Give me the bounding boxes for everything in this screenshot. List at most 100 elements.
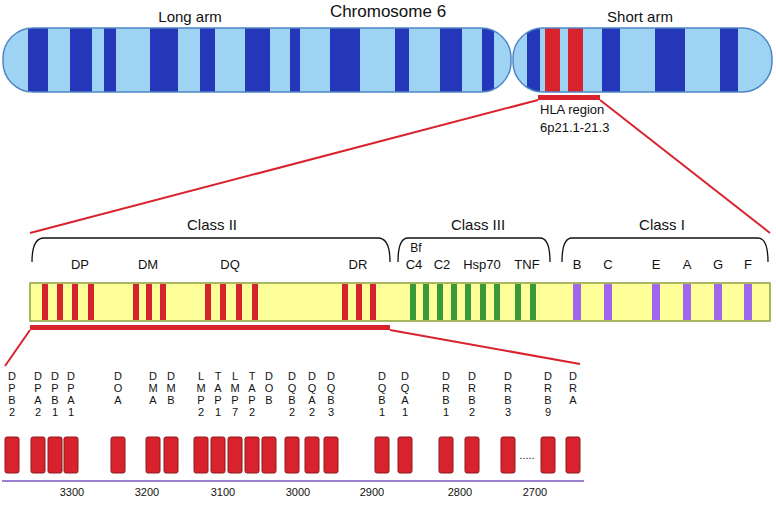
gene-label: DMA <box>148 370 159 406</box>
class-three-band <box>465 284 471 320</box>
axis-number: 3200 <box>135 486 159 499</box>
axis-number: 3300 <box>60 486 84 499</box>
gene-box <box>439 437 453 473</box>
class-two-band <box>88 284 94 320</box>
gene-group-label: C2 <box>434 258 451 273</box>
class-label: Class I <box>639 216 685 233</box>
class-two-band <box>133 284 139 320</box>
class-one-band <box>744 284 752 320</box>
class-three-band <box>451 284 457 320</box>
gene-label: DQB3 <box>326 370 337 418</box>
gene-label: DMB <box>166 370 177 406</box>
gene-box <box>228 437 242 473</box>
arm-label: Short arm <box>607 8 673 25</box>
gene-label: DQB1 <box>377 370 388 418</box>
gene-label: LMP2 <box>196 370 207 418</box>
class-three-band <box>480 284 486 320</box>
gene-label: DQA2 <box>307 370 318 418</box>
gene-label: DOB <box>264 370 275 406</box>
axis-number: 2700 <box>523 486 547 499</box>
gene-box <box>305 437 319 473</box>
gene-group-label: Bf <box>410 242 421 256</box>
class-two-band <box>236 284 242 320</box>
class-two-band <box>57 284 63 320</box>
gene-label: DQB2 <box>287 370 298 418</box>
class-three-band <box>530 284 536 320</box>
gene-label: LMP7 <box>230 370 241 418</box>
gene-box <box>64 437 78 473</box>
gene-label: DOA <box>113 370 124 406</box>
class-three-band <box>410 284 416 320</box>
short-arm <box>513 28 772 92</box>
gene-box <box>31 437 45 473</box>
gene-group-label: TNF <box>514 258 539 273</box>
region-label: 6p21.1-21.3 <box>540 121 609 136</box>
class-two-band <box>356 284 362 320</box>
class-three-band <box>437 284 443 320</box>
arm-label: Long arm <box>158 8 221 25</box>
class-one-band <box>573 284 581 320</box>
class-two-band <box>160 284 166 320</box>
gene-box <box>164 437 178 473</box>
gene-box <box>194 437 208 473</box>
class-two-band <box>42 284 48 320</box>
class-three-band <box>515 284 521 320</box>
gene-group-label: DR <box>349 258 368 273</box>
gene-box <box>398 437 412 473</box>
class-three-band <box>494 284 500 320</box>
axis-number: 2900 <box>360 486 384 499</box>
gene-box <box>48 437 62 473</box>
gene-group-label: DQ <box>220 258 240 273</box>
axis-number: 3000 <box>286 486 310 499</box>
gene-box <box>285 437 299 473</box>
gene-label: ..... <box>519 449 534 462</box>
gene-box <box>111 437 125 473</box>
gene-label: DRB1 <box>441 370 452 418</box>
class-one-band <box>714 284 722 320</box>
gene-box <box>5 437 19 473</box>
class-two-band <box>220 284 226 320</box>
gene-label: DPB2 <box>7 370 18 418</box>
gene-label: TAP1 <box>213 370 224 418</box>
gene-box <box>566 437 580 473</box>
class-two-band <box>252 284 258 320</box>
long-arm <box>3 28 511 92</box>
class-two-band <box>370 284 376 320</box>
gene-label: DPA2 <box>33 370 44 418</box>
class-label: Class III <box>451 216 505 233</box>
gene-group-label: G <box>713 258 723 273</box>
gene-group-label: DP <box>71 258 89 273</box>
gene-group-label: C <box>603 258 612 273</box>
gene-box <box>375 437 389 473</box>
class-two-band <box>72 284 78 320</box>
gene-group-label: DM <box>138 258 158 273</box>
gene-label: DRA <box>568 370 579 406</box>
axis-number: 2800 <box>448 486 472 499</box>
class-three-band <box>423 284 429 320</box>
diagram-title: Chromosome 6 <box>330 2 446 22</box>
gene-box <box>465 437 479 473</box>
gene-box <box>501 437 515 473</box>
class-two-band <box>146 284 152 320</box>
gene-label: DQA1 <box>400 370 411 418</box>
axis-number: 3100 <box>211 486 235 499</box>
gene-box <box>211 437 225 473</box>
gene-group-label: C4 <box>406 258 423 273</box>
gene-group-label: Hsp70 <box>463 258 501 273</box>
gene-label: DRB9 <box>543 370 554 418</box>
class-one-band <box>604 284 612 320</box>
gene-label: DRB2 <box>467 370 478 418</box>
class-two-band <box>342 284 348 320</box>
gene-box <box>324 437 338 473</box>
gene-group-label: B <box>573 258 582 273</box>
class-two-band <box>205 284 211 320</box>
gene-box <box>146 437 160 473</box>
gene-label: TAP2 <box>247 370 258 418</box>
gene-label: DPA1 <box>66 370 77 418</box>
gene-boxes <box>5 437 580 473</box>
gene-box <box>541 437 555 473</box>
gene-bars <box>42 284 752 320</box>
gene-group-label: A <box>683 258 692 273</box>
